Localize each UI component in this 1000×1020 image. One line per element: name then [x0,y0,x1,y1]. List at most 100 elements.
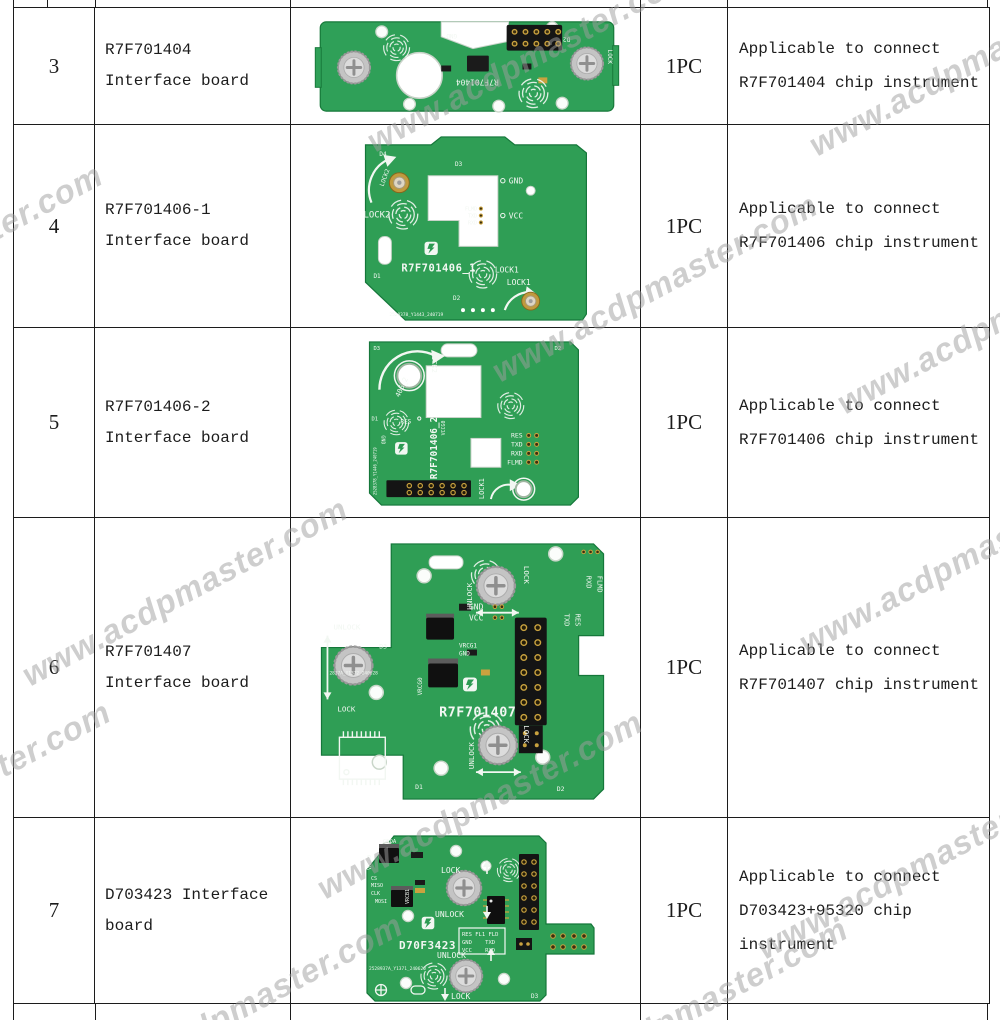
pcb-silkscreen-label: RES FL1 FLD [462,932,498,938]
pcb-silkscreen-label: TXD [562,614,570,627]
pin-header [515,854,539,950]
pcb-silkscreen-label: MOSI [375,899,387,905]
item-desc-cell: Applicable to connect R7F701404 chip ins… [728,8,989,124]
pcb-serial-label: 2528937A_Y1371_240620 [369,966,426,972]
pcb-silkscreen-label: GND TXD [462,940,495,946]
pcb-board-label: R7F701404 [455,77,498,86]
item-qty-cell: 1PC [641,125,728,327]
pcb-silkscreen-label: GND [459,651,470,658]
item-name-line: board [105,916,154,935]
pcb-silkscreen-label: FLMD [507,458,523,466]
pcb-silkscreen-label: D2 [554,346,561,352]
pcb-silkscreen-label: D3 [455,161,463,168]
item-number-cell: 3 [14,8,95,124]
item-photo-cell: LOCK2 406_2 R7F701406_2 RES VCCG0 RES TX… [291,328,641,517]
item-name-line: R7F701407 [105,642,192,661]
item-desc-line: R7F701404 chip instrument [739,74,980,92]
pcb-photo-r7f701404: R7F701404 GND LOCK D2 [314,21,619,113]
pcb-silkscreen-label: D1 [371,417,378,423]
pcb-silkscreen-label: CS [371,876,377,882]
table-row: 4 R7F701406-1 Interface board [14,125,989,328]
pcb-silkscreen-label: D4 [379,151,387,158]
pcb-silkscreen-label: UNLOCK [437,951,466,960]
qfp-footprint [338,731,386,786]
pcb-board-label: D70F3423 [399,939,456,952]
pcb-silkscreen-label: RES [400,418,411,425]
item-name-line: Interface board [105,232,250,250]
pin-header [385,480,471,498]
item-name-line: Interface board [105,72,250,90]
pin-header [514,617,547,754]
pcb-silkscreen-label: FLMD [464,207,476,213]
pcb-silkscreen-label: GND [379,435,385,444]
pcb-serial-label: 2528378_Y1443_240719 [389,312,443,318]
pcb-silkscreen-label: VRCG1 [459,643,477,650]
pcb-silkscreen-label: LOCK [521,566,530,584]
item-desc-cell: Applicable to connect R7F701407 chip ins… [728,518,989,817]
item-qty-cell: 1PC [641,328,728,517]
signal-label-box [457,927,506,955]
pcb-silkscreen-label: FLMD [595,576,603,593]
pcb-silkscreen-label: D2 [562,36,570,43]
pcb-silkscreen-label: D2 [556,785,564,793]
item-desc-line: Applicable to connect [739,867,941,886]
soic-chip [482,896,509,924]
pcb-silkscreen-label: RES [511,431,523,439]
pcb-silkscreen-label: RXD [584,576,592,589]
item-photo-cell: UNLOCK LOCK UNLOCK LOCK UNLOCK LOCK GND … [291,518,641,817]
pcb-silkscreen-label: VCC [508,212,523,221]
pcb-silkscreen-label: GND [508,177,523,186]
pcb-silkscreen-label: MISO [371,883,383,889]
table-row: 7 D703423 Interface board [14,818,989,1003]
pcb-silkscreen-label: TXD [511,440,523,448]
pcb-photo-d703423: LOCK UNLOCK UNLOCK LOCK GNDA CS MISO CLK… [365,835,595,1002]
pcb-silkscreen-label: LOCK [451,992,470,1001]
pcb-photo-r7f701407: UNLOCK LOCK UNLOCK LOCK UNLOCK LOCK GND … [320,543,604,800]
item-name-line: R7F701406-1 [105,201,211,219]
pcb-silkscreen-label: UNLOCK [333,623,360,632]
pcb-board-label: R7F701406_2 [429,417,440,480]
pcb-silkscreen-label: TXD [467,214,476,220]
item-qty-cell: 1PC [641,818,728,1003]
pcb-silkscreen-label: GND [445,32,456,39]
item-desc-cell: Applicable to connect R7F701406 chip ins… [728,125,989,327]
pcb-silkscreen-label: UNLOCK [466,742,475,769]
table-row: 3 R7F701404 Interface board [14,8,989,125]
item-name-line: Interface board [105,428,250,447]
pcb-silkscreen-label: VRCG0 [417,677,424,695]
item-name-cell: R7F701406-2 Interface board [95,328,291,517]
item-photo-cell: LOCK UNLOCK UNLOCK LOCK GNDA CS MISO CLK… [291,818,641,1003]
item-number-cell: 5 [14,328,95,517]
pcb-silkscreen-label: UNLOCK [435,910,464,919]
pcb-silkscreen-label: LOCK2 [430,352,438,373]
item-name-cell: R7F701407 Interface board [95,518,291,817]
pcb-silkscreen-label: GND [468,603,483,612]
pcb-silkscreen-label: D1 [373,273,381,280]
pcb-silkscreen-label: D3 [373,346,380,352]
pcb-silkscreen-label: LOCK [441,866,460,875]
pcb-board-label: R7F701407 [439,705,516,720]
item-qty-cell: 1PC [641,518,728,817]
item-name-line: R7F701406-2 [105,397,211,416]
item-desc-line: Applicable to connect [739,200,941,218]
pcb-silkscreen-label: LOCK [337,704,355,713]
item-desc-line: Applicable to connect [739,641,941,660]
item-name-cell: D703423 Interface board [95,818,291,1003]
pcb-silkscreen-label: D3 [531,993,539,1000]
pcb-silkscreen-label: D2 [453,295,461,302]
item-name-cell: R7F701404 Interface board [95,8,291,124]
pcb-silkscreen-label: LOCK1 [506,278,530,287]
item-photo-cell: LOCK2 LOCK2 GND VCC FLMD TXD RXD R7F7014… [291,125,641,327]
pcb-silkscreen-label: CLK [371,891,380,897]
pcb-silkscreen-label: LOCK [605,50,612,65]
pcb-silkscreen-label: VCC RXD [462,948,495,954]
pcb-board-label: R7F701406_1 [401,262,476,274]
item-qty-cell: 1PC [641,8,728,124]
pin-header [506,24,562,51]
item-desc-line: R7F701406 chip instrument [739,234,980,252]
pcb-silkscreen-label: VCCG0 [441,420,447,435]
pcb-silkscreen-label: LOCK [521,725,530,743]
pcb-silkscreen-label: RXD [511,449,523,457]
item-number-cell: 7 [14,818,95,1003]
